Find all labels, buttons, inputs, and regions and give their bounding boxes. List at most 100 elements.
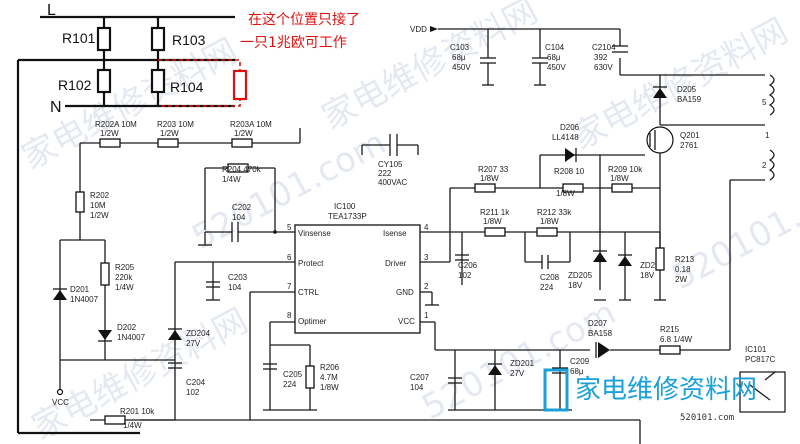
label-t2: 2 (762, 161, 767, 170)
label-d205-v: BA159 (677, 95, 702, 104)
gnd-pin (420, 291, 439, 306)
label-cy105-v: 222 (378, 169, 392, 178)
label-zd201: ZD201 (510, 359, 535, 368)
resistor-r101 (96, 26, 112, 52)
label-r212: R212 33k (537, 208, 572, 217)
ic-pin-number: 1 (424, 311, 429, 320)
label-c203: C203 (228, 273, 248, 282)
label-r203a-w: 1/2W (234, 129, 253, 138)
ic-pin-number: 7 (287, 282, 292, 291)
label-d206: D206 (560, 123, 580, 132)
label-r205-w: 1/4W (115, 283, 134, 292)
zener-zd201 (488, 365, 502, 375)
label-r201-w: 1/4W (123, 421, 142, 430)
ic-pin-name: Protect (298, 259, 324, 268)
label-r203: R203 10M (157, 120, 194, 129)
neutral-label: N (50, 99, 62, 116)
diode-d207 (598, 342, 610, 358)
label-d202: D202 (117, 323, 137, 332)
ic-pin-number: 4 (424, 223, 429, 232)
label-r104: R104 (170, 79, 204, 95)
label-r206: R206 (320, 363, 340, 372)
label-c208-v: 224 (540, 283, 554, 292)
ic100-name: IC100 (334, 202, 356, 211)
label-c202: C202 (232, 203, 252, 212)
ic-pin-number: 3 (424, 253, 429, 262)
ic-pin-number: 6 (287, 253, 292, 262)
label-r209-w: 1/8W (610, 174, 629, 183)
label-r211: R211 1k (480, 208, 510, 217)
resistor-r208 (562, 183, 584, 193)
label-c103-v2: 450V (452, 63, 471, 72)
label-c2104-v1: 392 (594, 53, 608, 62)
label-r206-v: 4.7M (320, 373, 338, 382)
vinsense-network: R204 470k 1/4W C202 104 (198, 163, 295, 246)
label-zd205-v: 18V (568, 281, 583, 290)
label-d206-v: LL4148 (552, 133, 579, 142)
label-d201: D201 (70, 285, 90, 294)
label-r211-w: 1/8W (483, 217, 502, 226)
label-d202-v: 1N4007 (117, 333, 146, 342)
resistor-r212 (536, 227, 558, 237)
zener-zd205 (593, 252, 607, 262)
label-r101: R101 (62, 30, 96, 46)
annotation-line1: 在这个位置只接了 (248, 11, 360, 28)
label-c205: C205 (283, 370, 303, 379)
label-r103: R103 (172, 32, 206, 48)
resistor-r203a (231, 138, 253, 148)
ic100-part: TEA1733P (328, 212, 367, 221)
resistor-r209 (611, 183, 633, 193)
label-ic101-v: PC817C (745, 355, 775, 364)
label-r215-v: 6.8 1/4W (660, 335, 692, 344)
bulk-capacitors: VDD C103 68μ 450V C104 68μ 450V C2104 39… (410, 25, 628, 86)
label-d201-v: 1N4007 (70, 295, 99, 304)
label-r205-v: 220k (115, 273, 133, 282)
ic-pin-name: GND (396, 288, 414, 297)
label-vcc-left: VCC (52, 398, 69, 407)
resistor-r211 (484, 227, 506, 237)
ic100-controller: IC100 TEA1733P Vinsense Protect CTRL Opt… (287, 202, 429, 334)
label-r205: R205 (115, 263, 135, 272)
line-label: L (47, 2, 56, 19)
label-d207-v: BA158 (588, 329, 613, 338)
label-c104-v1: 68μ (547, 53, 561, 62)
label-r213-w: 2W (675, 275, 687, 284)
resistor-r102 (96, 68, 112, 94)
label-d207: D207 (588, 319, 608, 328)
label-r213-v: 0.18 (675, 265, 691, 274)
label-c208: C208 (540, 273, 560, 282)
label-r208-w: 1/8W (556, 189, 575, 198)
optocoupler-ic101: IC101 PC817C (739, 345, 786, 413)
ic-pin-number: 5 (287, 223, 292, 232)
label-r204-w: 1/4W (222, 175, 241, 184)
r201-path: R201 10k 1/4W (18, 407, 250, 435)
label-r207: R207 33 (478, 165, 509, 174)
label-c103-v1: 68μ (452, 53, 466, 62)
resistor-r206 (305, 365, 315, 389)
label-c104: C104 (545, 43, 565, 52)
label-d205: D205 (677, 85, 697, 94)
vcc-rail: C207 104 ZD201 27V C209 68μ D207 BA158 R… (410, 179, 765, 411)
label-c2104-v2: 630V (594, 63, 613, 72)
label-r206-w: 1/8W (320, 383, 339, 392)
annotation-line2: 一只1兆欧可工作 (240, 35, 347, 51)
ic100-body (294, 224, 421, 334)
label-r202: R202 (90, 191, 110, 200)
label-t5: 5 (762, 98, 767, 107)
label-r215: R215 (660, 325, 680, 334)
hv-divider: R202A 10M 1/2W R203 10M 1/2W R203A 10M 1… (75, 120, 301, 240)
label-c207: C207 (410, 373, 430, 382)
label-zd204-v: 27V (186, 339, 201, 348)
label-r202-w: 1/2W (90, 211, 109, 220)
label-q201: Q201 (680, 131, 700, 140)
resistor-r201 (104, 415, 126, 425)
resistor-r213 (655, 247, 665, 271)
label-r202-v: 10M (90, 201, 106, 210)
ic-pin-name: CTRL (298, 288, 319, 297)
resistor-r104 (150, 68, 166, 94)
ic-pin-number: 2 (424, 282, 429, 291)
diode-d206 (565, 148, 575, 162)
resistor-r215 (659, 345, 681, 355)
mains-resistor-network: L N R101 R103 R102 R104 (16, 2, 248, 433)
